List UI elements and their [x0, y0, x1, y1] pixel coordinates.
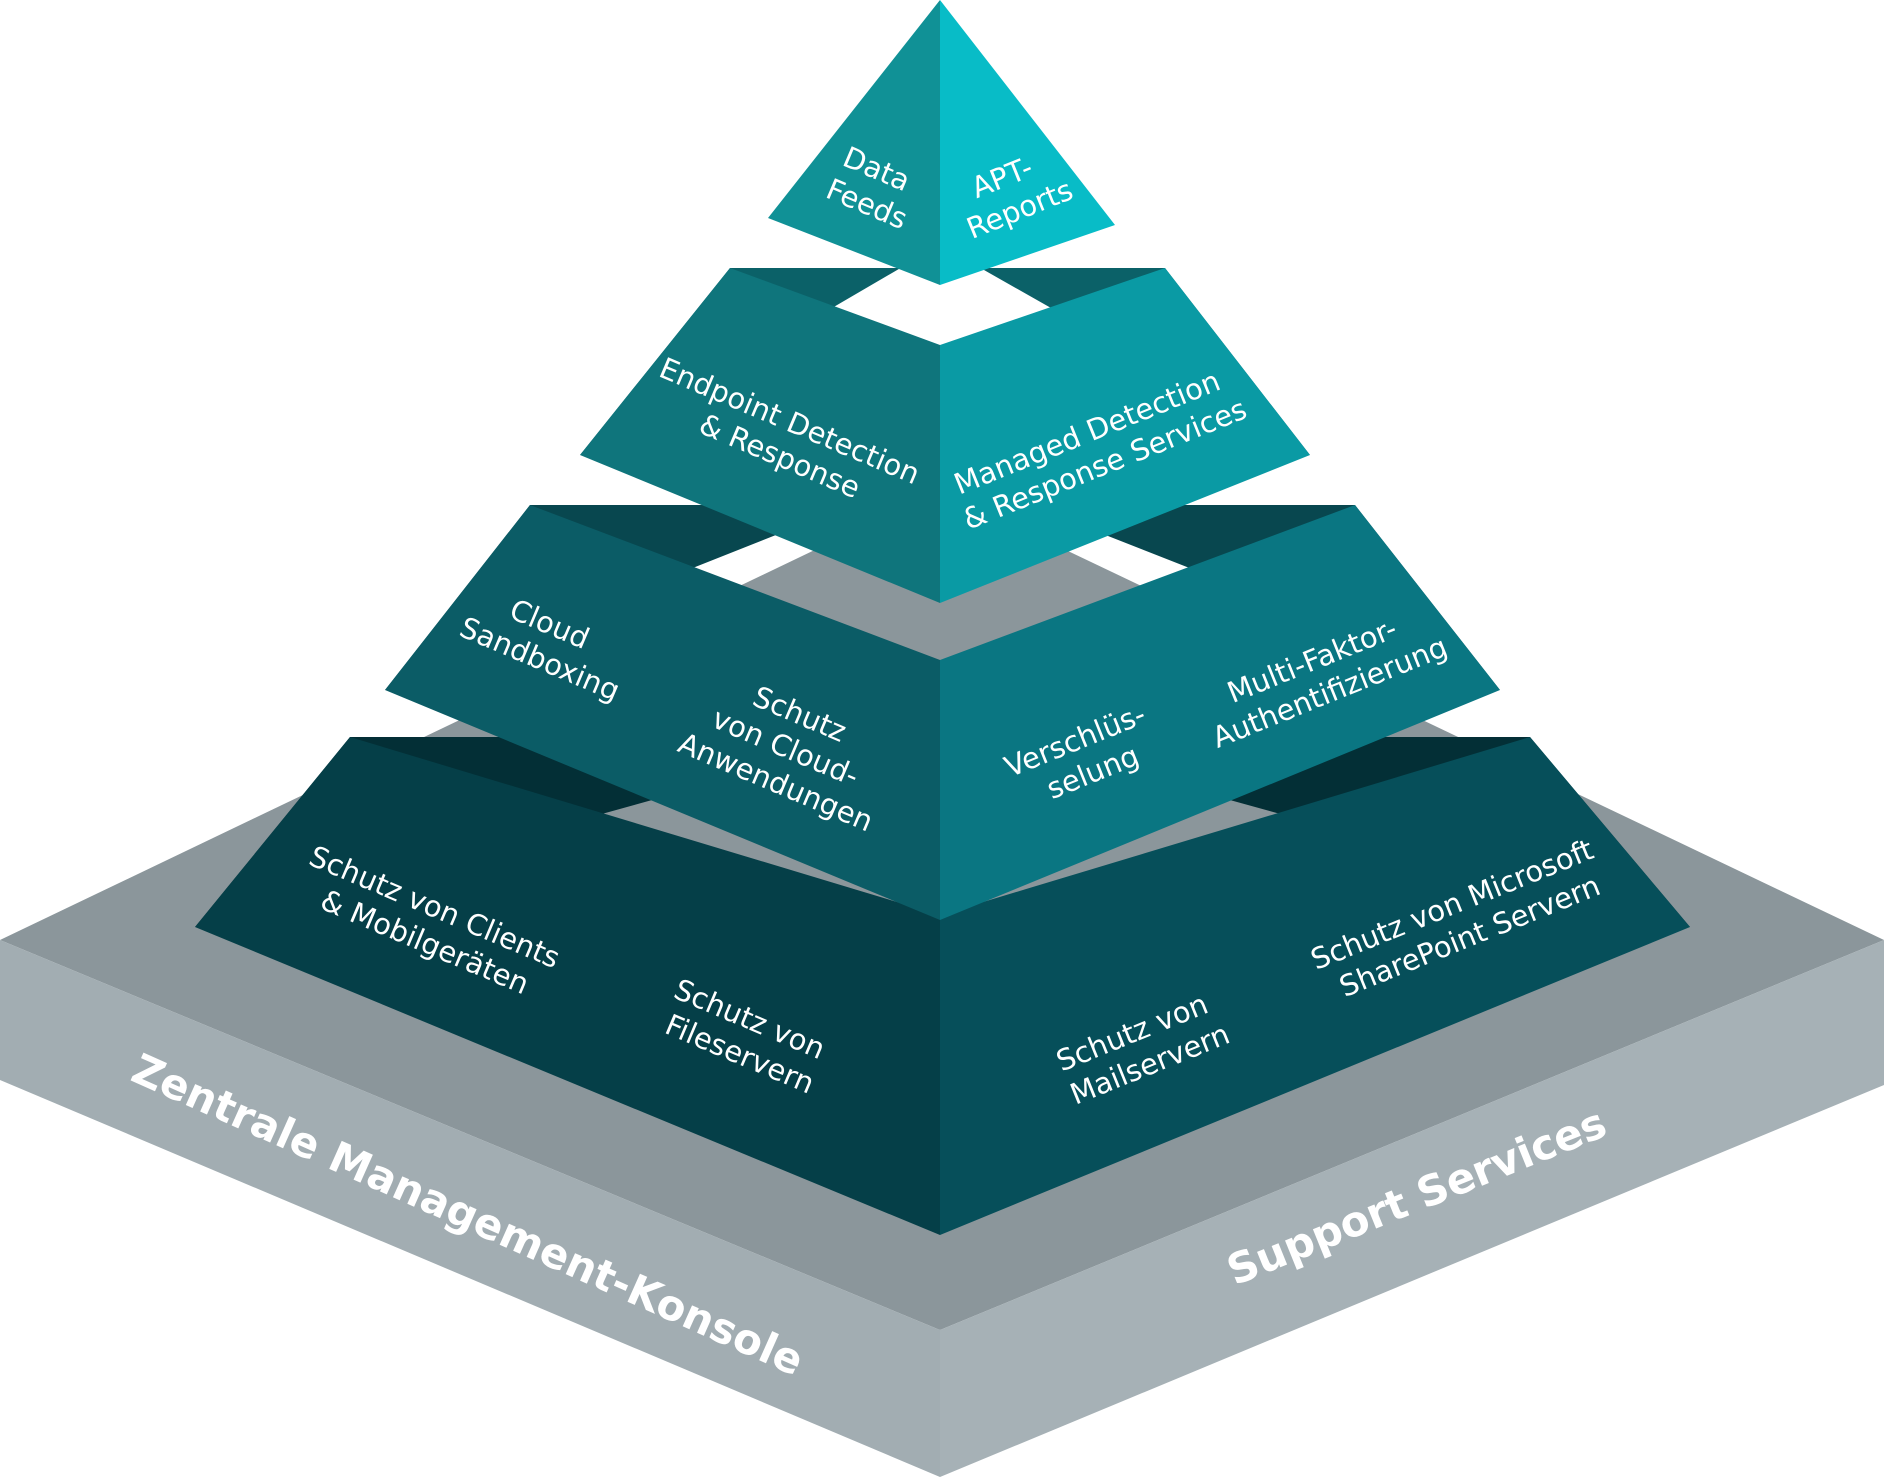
tier-1-right-face: [940, 737, 1690, 1235]
pyramid-tier-1: Schutz von Clients & Mobilgeräten Schutz…: [195, 720, 1690, 1235]
base-right-face: [940, 940, 1884, 1477]
tier-3-right-face: [940, 268, 1310, 603]
tier-1-left-face: [195, 737, 940, 1235]
pyramid-tier-4: Data Feeds APT- Reports: [768, 0, 1115, 285]
tier-4-left-face: [768, 0, 940, 285]
tier-2-back-face: [385, 470, 1500, 690]
tier-2-right-face: [940, 505, 1500, 920]
pyramid-tier-3: Endpoint Detection & Response Managed De…: [580, 245, 1310, 603]
tier-4-right-face: [940, 0, 1115, 285]
tier-3-left-face: [580, 268, 940, 603]
pyramid-tier-2: Cloud Sandboxing Schutz von Cloud- Anwen…: [385, 470, 1500, 920]
tier-1-back-face: [195, 720, 1690, 927]
tier-2-left-face: [385, 505, 940, 920]
base-left-face: [0, 940, 940, 1477]
